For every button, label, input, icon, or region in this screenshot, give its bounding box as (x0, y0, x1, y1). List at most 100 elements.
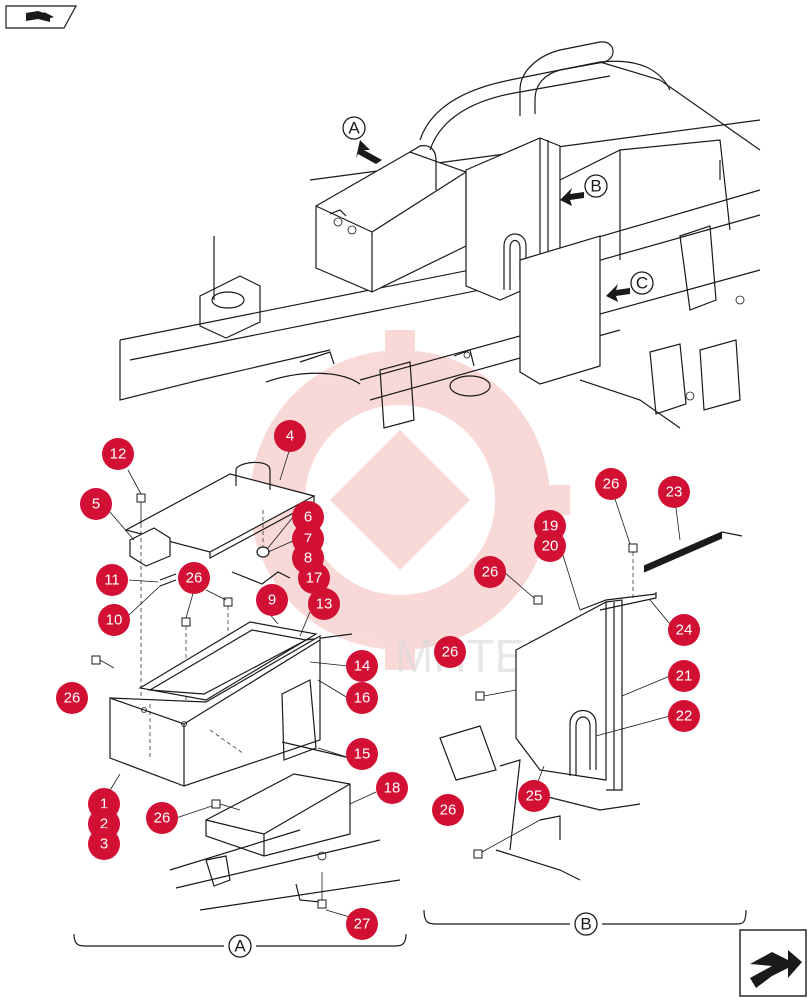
callout-26[interactable]: 26 (56, 682, 88, 714)
view-label-c-top: C (630, 271, 654, 295)
callout-circle (346, 682, 378, 714)
callout-circle (96, 564, 128, 596)
view-a-detail (91, 461, 401, 911)
callout-21[interactable]: 21 (668, 660, 700, 692)
callout-circle (98, 604, 130, 636)
callout-number: 24 (676, 622, 693, 639)
callout-circle (102, 438, 134, 470)
view-label-a-bottom: A (228, 934, 252, 958)
callout-17[interactable]: 17 (298, 562, 330, 594)
callout-number: 15 (354, 746, 371, 763)
callout-number: 16 (354, 690, 371, 707)
callout-circle (146, 802, 178, 834)
view-label-b-bottom: B (574, 912, 598, 936)
callout-circle (256, 584, 288, 616)
callout-number: 12 (110, 446, 127, 463)
callout-number: 26 (442, 644, 459, 661)
callout-circle (474, 556, 506, 588)
callout-number: 6 (304, 509, 312, 526)
callout-number: 26 (186, 570, 203, 587)
callout-circle (346, 738, 378, 770)
callout-14[interactable]: 14 (346, 650, 378, 682)
callout-5[interactable]: 5 (80, 488, 112, 520)
callout-circle (346, 650, 378, 682)
callout-circle (298, 562, 330, 594)
callout-circle (595, 468, 627, 500)
callout-15[interactable]: 15 (346, 738, 378, 770)
callout-number: 26 (482, 564, 499, 581)
callout-number: 8 (304, 550, 312, 567)
callout-circle (668, 700, 700, 732)
callout-23[interactable]: 23 (658, 476, 690, 508)
callout-number: 22 (676, 708, 693, 725)
callout-number: 4 (286, 428, 294, 445)
callout-16[interactable]: 16 (346, 682, 378, 714)
callout-26[interactable]: 26 (595, 468, 627, 500)
callout-13[interactable]: 13 (308, 588, 340, 620)
callout-circle (434, 636, 466, 668)
view-a-bracket (73, 933, 407, 947)
callout-circle (274, 420, 306, 452)
svg-text:B: B (580, 915, 591, 934)
callout-number: 27 (354, 916, 371, 933)
svg-text:C: C (636, 274, 648, 293)
callout-24[interactable]: 24 (668, 614, 700, 646)
callout-circle (308, 588, 340, 620)
callout-9[interactable]: 9 (256, 584, 288, 616)
callout-26[interactable]: 26 (474, 556, 506, 588)
callout-6[interactable]: 6 (292, 501, 324, 533)
callout-number: 26 (64, 690, 81, 707)
view-arrow-c (606, 284, 630, 302)
callout-number: 7 (304, 531, 312, 548)
callout-3[interactable]: 3 (88, 828, 120, 860)
view-b-bracket (423, 909, 747, 925)
view-b-detail (439, 531, 743, 881)
callout-circle (534, 530, 566, 562)
callout-circle (668, 614, 700, 646)
view-label-b-top: B (584, 174, 608, 198)
callout-number: 20 (542, 538, 559, 555)
callout-number: 5 (92, 496, 100, 513)
svg-text:B: B (590, 177, 601, 196)
callout-circle (658, 476, 690, 508)
callout-20[interactable]: 20 (534, 530, 566, 562)
next-page-icon[interactable] (739, 929, 807, 997)
callout-circle (346, 908, 378, 940)
callout-number: 26 (603, 476, 620, 493)
callout-circle (668, 660, 700, 692)
svg-text:A: A (348, 119, 360, 138)
callout-number: 13 (316, 596, 333, 613)
callout-circle (80, 488, 112, 520)
callout-number: 21 (676, 668, 693, 685)
open-book-icon[interactable] (5, 5, 78, 29)
callout-25[interactable]: 25 (518, 780, 550, 812)
callout-26[interactable]: 26 (146, 802, 178, 834)
callout-26[interactable]: 26 (432, 794, 464, 826)
callout-4[interactable]: 4 (274, 420, 306, 452)
callout-number: 25 (526, 788, 543, 805)
callout-number: 2 (100, 816, 108, 833)
callout-number: 23 (666, 484, 683, 501)
view-label-a-top: A (342, 116, 366, 140)
callout-number: 26 (154, 810, 171, 827)
callout-12[interactable]: 12 (102, 438, 134, 470)
callout-circle (88, 828, 120, 860)
callout-10[interactable]: 10 (98, 604, 130, 636)
callout-number: 11 (104, 572, 120, 589)
callout-circle (178, 562, 210, 594)
callout-circle (376, 772, 408, 804)
callout-18[interactable]: 18 (376, 772, 408, 804)
callout-number: 10 (106, 612, 123, 629)
callout-22[interactable]: 22 (668, 700, 700, 732)
callout-26[interactable]: 26 (434, 636, 466, 668)
view-arrow-a (356, 140, 382, 164)
callout-number: 14 (354, 658, 371, 675)
callout-26[interactable]: 26 (178, 562, 210, 594)
view-arrow-b (560, 188, 584, 206)
callout-number: 26 (440, 802, 457, 819)
callout-27[interactable]: 27 (346, 908, 378, 940)
callout-number: 1 (100, 796, 108, 813)
callout-11[interactable]: 11 (96, 564, 128, 596)
